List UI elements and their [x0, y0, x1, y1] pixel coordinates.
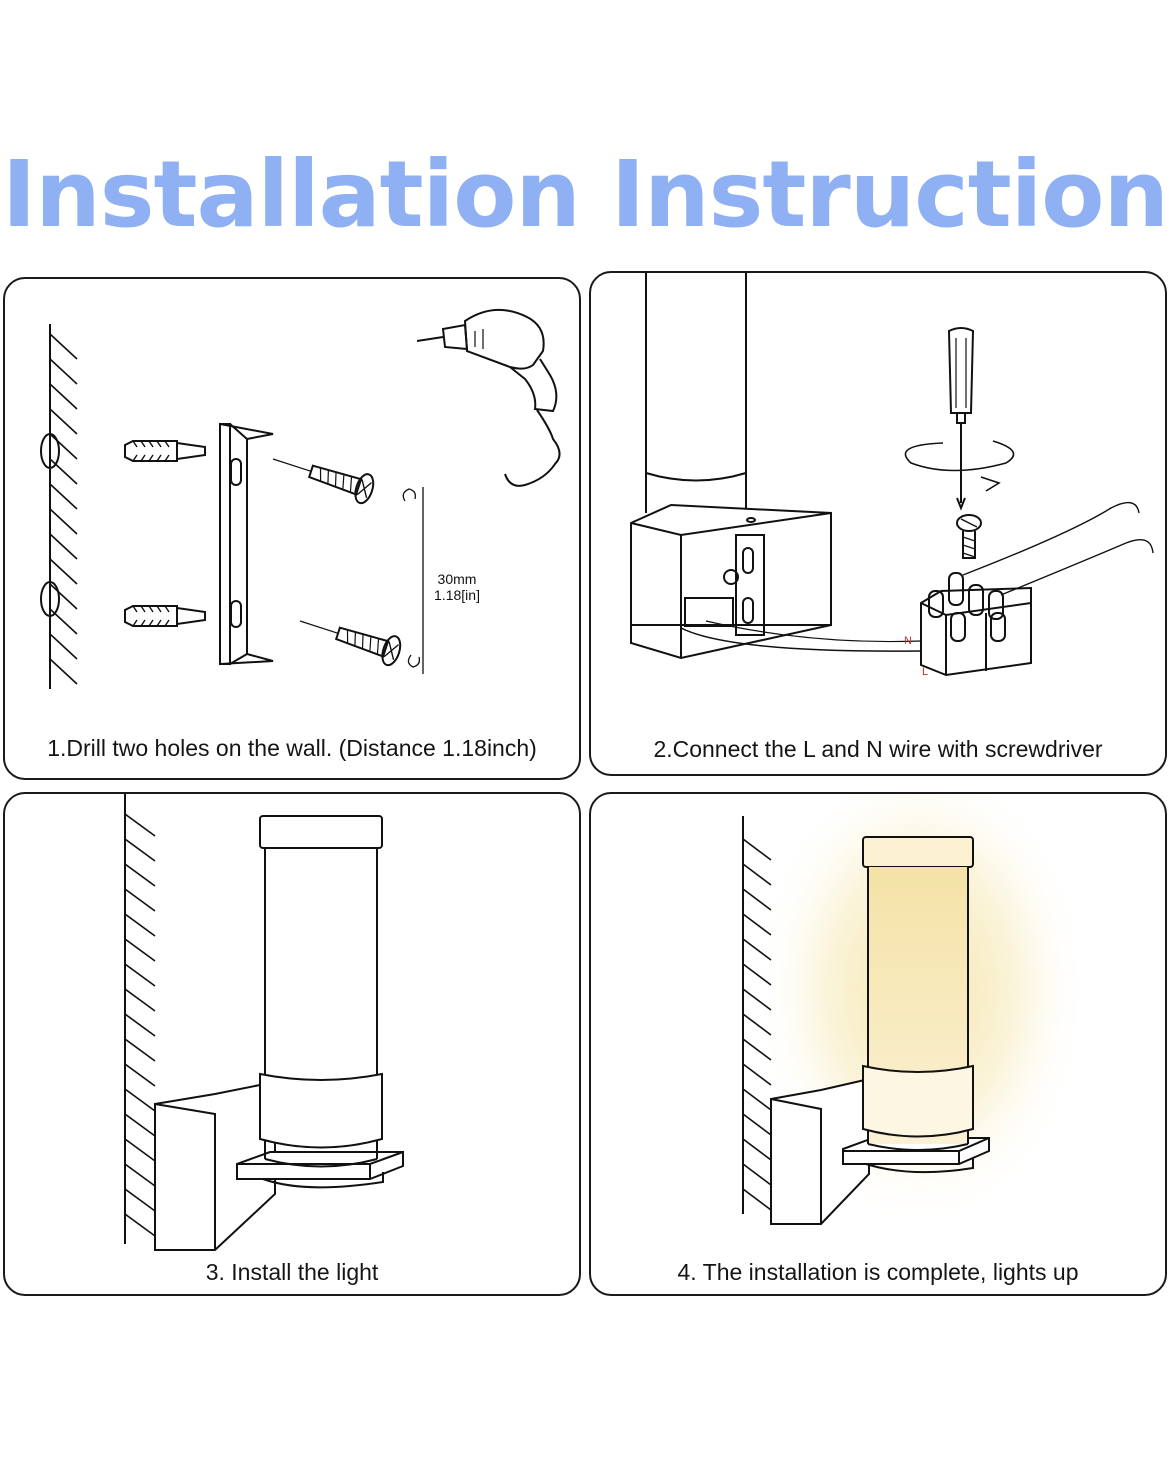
screw-icon [299, 620, 402, 667]
dimension-inch: 1.18[in] [434, 587, 480, 603]
lamp-tube [645, 273, 747, 513]
wire-label-n: N [904, 635, 912, 647]
dimension-mm: 30mm [437, 571, 477, 587]
junction-box [630, 503, 832, 660]
mounting-bracket-icon [219, 423, 274, 665]
wall-hatching [49, 333, 78, 685]
step-2-panel: N L 2.Connect the L and N wire with scre… [589, 271, 1167, 776]
step-3-illustration [124, 794, 404, 1251]
step-2-caption: 2.Connect the L and N wire with screwdri… [653, 736, 1103, 762]
rotation-arrow [904, 440, 1015, 472]
step-1-panel: 30mm 1.18[in] 1.Drill two holes on the w… [3, 277, 581, 780]
wall-hatching [124, 813, 156, 1237]
screw-icon [956, 514, 982, 559]
step-4-caption: 4. The installation is complete, lights … [677, 1259, 1079, 1285]
step-4-illustration [742, 794, 1091, 1254]
drill-hole-top [40, 433, 60, 469]
wire-l [680, 627, 922, 652]
wall-lamp-icon [154, 815, 404, 1251]
step-3-panel: 3. Install the light [3, 792, 581, 1296]
screw-icon [272, 458, 375, 505]
step-1-caption: 1.Drill two holes on the wall. (Distance… [47, 735, 537, 761]
step-2-illustration [630, 273, 1154, 677]
dimension-label: 30mm 1.18[in] [425, 571, 489, 603]
terminal-block-icon [920, 501, 1154, 677]
screwdriver-icon [947, 327, 975, 511]
wire-label-l: L [922, 666, 929, 678]
wall-lamp-icon [770, 836, 990, 1225]
dimension-line [402, 487, 424, 674]
page-title: Installation Instruction [1, 141, 1169, 248]
step-1-illustration [40, 308, 561, 689]
drill-icon [416, 308, 561, 487]
drill-hole-bottom [40, 581, 60, 617]
wire-n-line [705, 620, 922, 643]
wall-anchor-icon [124, 605, 206, 627]
step-3-caption: 3. Install the light [205, 1259, 379, 1285]
wall-anchor-icon [124, 440, 206, 462]
wall-hatching [742, 838, 772, 1211]
step-4-panel: 4. The installation is complete, lights … [589, 792, 1167, 1296]
